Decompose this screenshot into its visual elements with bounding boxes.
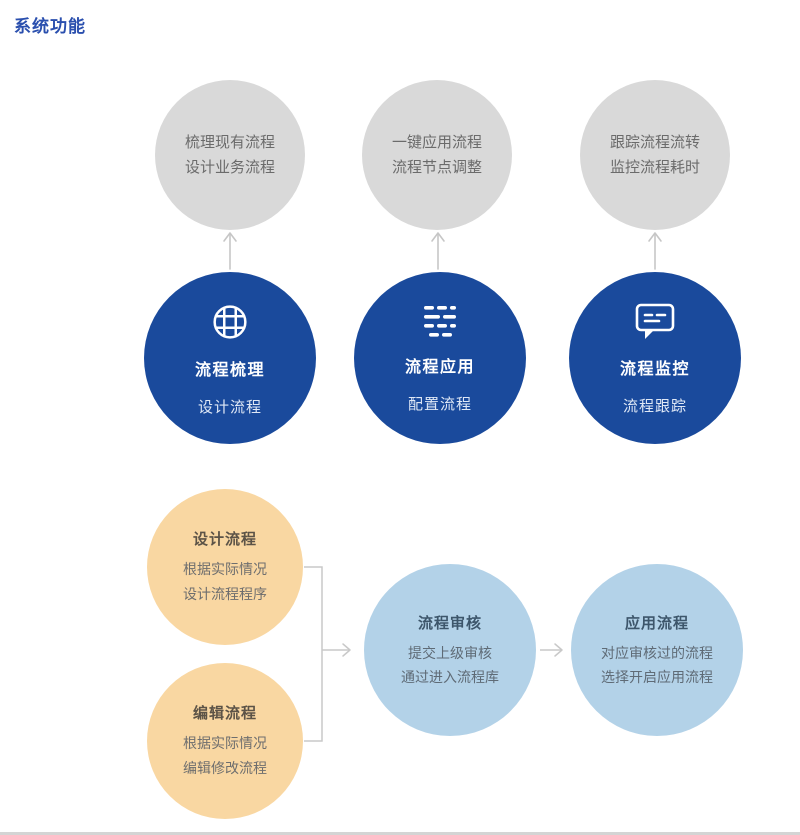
- up-arrow-icon: [223, 232, 237, 270]
- blue-circle-process-apply: 流程应用 配置流程: [354, 272, 526, 444]
- globe-grid-icon: [207, 299, 253, 350]
- lightblue-circle-apply-process: 应用流程 对应审核过的流程 选择开启应用流程: [571, 564, 743, 736]
- right-arrow-icon: [540, 643, 563, 657]
- up-arrow-icon: [648, 232, 662, 270]
- blue-circle-title: 流程应用: [404, 359, 475, 376]
- blue-circle-subtitle: 配置流程: [407, 396, 472, 413]
- lightblue-circle-process-review: 流程审核 提交上级审核 通过进入流程库: [364, 564, 536, 736]
- blue-circle-subtitle: 设计流程: [197, 399, 262, 416]
- orange-circle-line: 根据实际情况: [183, 734, 267, 751]
- gray-circle-line: 设计业务流程: [184, 159, 275, 176]
- merge-arrow-connector: [304, 566, 351, 742]
- lightblue-circle-line: 提交上级审核: [408, 644, 492, 661]
- blue-circle-title: 流程监控: [619, 361, 690, 378]
- lightblue-circle-title: 应用流程: [624, 614, 689, 632]
- up-arrow-icon: [431, 232, 445, 270]
- blue-circle-title: 流程梳理: [194, 362, 265, 379]
- gray-circle-process-apply: 一键应用流程 流程节点调整: [362, 80, 512, 230]
- orange-circle-design-process: 设计流程 根据实际情况 设计流程程序: [147, 489, 303, 645]
- orange-circle-line: 编辑修改流程: [183, 759, 267, 776]
- orange-circle-title: 设计流程: [192, 530, 257, 548]
- gray-circle-line: 梳理现有流程: [184, 134, 275, 151]
- blue-circle-process-sorting: 流程梳理 设计流程: [144, 272, 316, 444]
- gray-circle-line: 跟踪流程流转: [609, 134, 700, 151]
- lightblue-circle-line: 通过进入流程库: [401, 668, 499, 685]
- lightblue-circle-title: 流程审核: [417, 614, 482, 632]
- lightblue-circle-line: 对应审核过的流程: [601, 644, 713, 661]
- gray-circle-line: 流程节点调整: [391, 159, 482, 176]
- blue-circle-process-monitor: 流程监控 流程跟踪: [569, 272, 741, 444]
- chat-bubble-icon: [631, 300, 679, 349]
- orange-circle-title: 编辑流程: [192, 704, 257, 722]
- blue-circle-subtitle: 流程跟踪: [622, 398, 687, 415]
- orange-circle-edit-process: 编辑流程 根据实际情况 编辑修改流程: [147, 663, 303, 819]
- bottom-divider: [0, 832, 800, 835]
- page-title: 系统功能: [14, 17, 86, 36]
- gray-circle-line: 一键应用流程: [391, 134, 482, 151]
- lightblue-circle-line: 选择开启应用流程: [601, 668, 713, 685]
- gray-circle-process-monitor: 跟踪流程流转 监控流程耗时: [580, 80, 730, 230]
- gray-circle-line: 监控流程耗时: [609, 159, 700, 176]
- orange-circle-line: 设计流程程序: [183, 585, 267, 602]
- list-lines-icon: [416, 302, 464, 347]
- orange-circle-line: 根据实际情况: [183, 560, 267, 577]
- gray-circle-process-sorting: 梳理现有流程 设计业务流程: [155, 80, 305, 230]
